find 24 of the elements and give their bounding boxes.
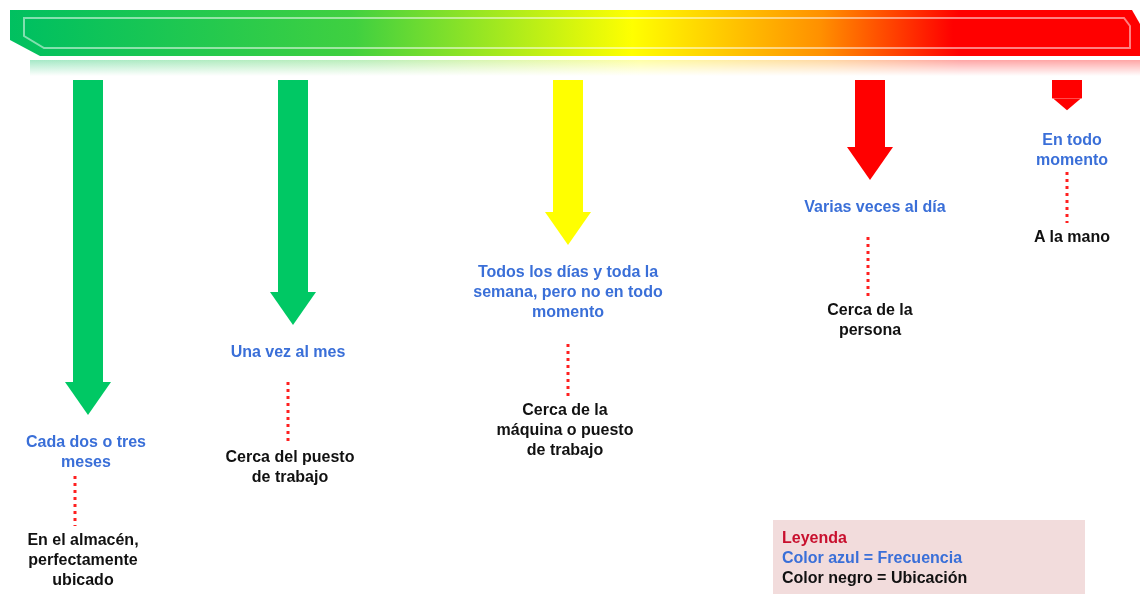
frequency-label: Todos los días y toda la semana, pero no en todo momento xyxy=(472,262,664,322)
dotted-connector xyxy=(1065,172,1069,223)
block-arrow xyxy=(847,80,893,181)
dotted-connector xyxy=(73,476,77,526)
block-arrow xyxy=(65,80,111,416)
legend-entry: Color negro = Ubicación xyxy=(782,568,969,588)
location-label: Cerca de la máquina o puesto de trabajo xyxy=(495,400,635,460)
location-label: Cerca de la persona xyxy=(826,300,914,340)
dotted-connector xyxy=(866,237,870,296)
dotted-connector xyxy=(566,344,570,396)
legend-panel xyxy=(773,520,1085,594)
legend-entry: Color azul = Frecuencia xyxy=(782,548,964,568)
frequency-label: Cada dos o tres meses xyxy=(25,432,147,472)
legend-title: Leyenda xyxy=(782,528,848,548)
block-arrow xyxy=(270,80,316,326)
block-arrow xyxy=(545,80,591,246)
location-label: En el almacén, perfectamente ubicado xyxy=(26,530,140,590)
frequency-label: En todo momento xyxy=(1035,130,1109,170)
block-arrow xyxy=(1052,80,1082,111)
location-label: A la mano xyxy=(1033,227,1111,247)
location-label: Cerca del puesto de trabajo xyxy=(224,447,356,487)
frequency-label: Varias veces al día xyxy=(803,197,947,217)
frequency-label: Una vez al mes xyxy=(229,342,347,362)
dotted-connector xyxy=(286,382,290,443)
